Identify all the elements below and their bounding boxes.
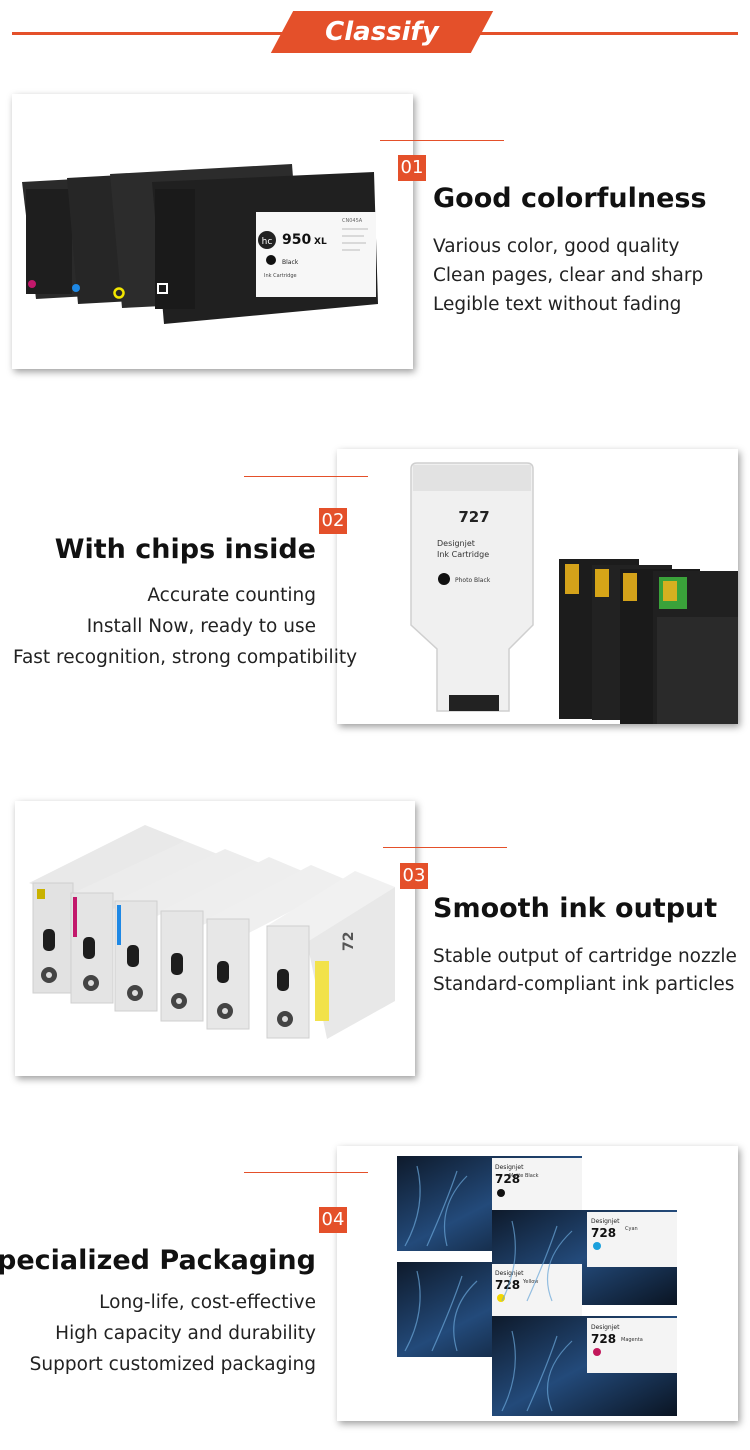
box1-model: 728 [495,1172,520,1186]
photo-727-cartridge-chips: 727 Designjet Ink Cartridge Photo Black [337,449,738,724]
feature-2-line-1: Accurate counting [147,585,316,606]
feature-1-line-2: Clean pages, clear and sharp [433,265,704,286]
label-color: Black [282,259,299,266]
photo-950xl-cartridges: hc 950 XL Black Ink Cartridge CN045A [12,94,413,369]
feature-1-number: 01 [398,155,426,181]
feature-3-title: Smooth ink output [433,893,718,924]
label-model: 950 [282,232,311,248]
box3-brand: Designjet [495,1270,524,1277]
header-title: Classify [325,17,439,47]
box2-model: 728 [591,1226,616,1240]
feature-4-title: Specialized Packaging [0,1245,316,1276]
box1-color: Matte Black [509,1173,539,1179]
box4-color: Magenta [621,1337,643,1343]
box3-color: Yellow [522,1279,538,1285]
label-type: Ink Cartridge [264,273,297,279]
feature-3-number: 03 [400,863,428,889]
box1-brand: Designjet [495,1164,524,1171]
feature-4-line-3: Support customized packaging [29,1354,316,1375]
feature-1-title: Good colorfulness [433,183,707,214]
feature-1-rule [380,140,504,141]
box2-brand: Designjet [591,1218,620,1225]
feature-1-line-1: Various color, good quality [433,236,680,257]
label-72: 72 [341,932,357,951]
feature-2-rule [244,476,368,477]
header-rule-right [474,32,738,35]
feature-2-title: With chips inside [54,534,316,565]
feature-3-line-1: Stable output of cartridge nozzle [433,946,737,967]
feature-3-line-2: Standard-compliant ink particles [433,974,735,995]
label-727-line2: Ink Cartridge [437,550,489,559]
feature-2-line-3: Fast recognition, strong compatibility [13,647,358,668]
box2-color: Cyan [625,1226,638,1232]
feature-4-rule [244,1172,368,1173]
box4-model: 728 [591,1332,616,1346]
feature-4-line-1: Long-life, cost-effective [99,1292,316,1313]
label-brand: hc [262,237,273,247]
label-727-color: Photo Black [455,577,491,584]
feature-2-number: 02 [319,508,347,534]
feature-1-line-3: Legible text without fading [433,294,682,315]
feature-3-rule [383,847,507,848]
feature-4-number: 04 [319,1207,347,1233]
feature-4-line-2: High capacity and durability [55,1323,316,1344]
label-727-line1: Designjet [437,539,475,548]
photo-728-packaging: Designjet 728 Matte Black Designjet 728 … [337,1146,738,1421]
label-code: CN045A [342,218,363,224]
box4-brand: Designjet [591,1324,620,1331]
box3-model: 728 [495,1278,520,1292]
label-727: 727 [458,508,489,526]
photo-72-cartridges: 72 [15,801,415,1076]
label-suffix: XL [314,237,327,247]
feature-2-line-2: Install Now, ready to use [86,616,316,637]
header-rule-left [12,32,292,35]
